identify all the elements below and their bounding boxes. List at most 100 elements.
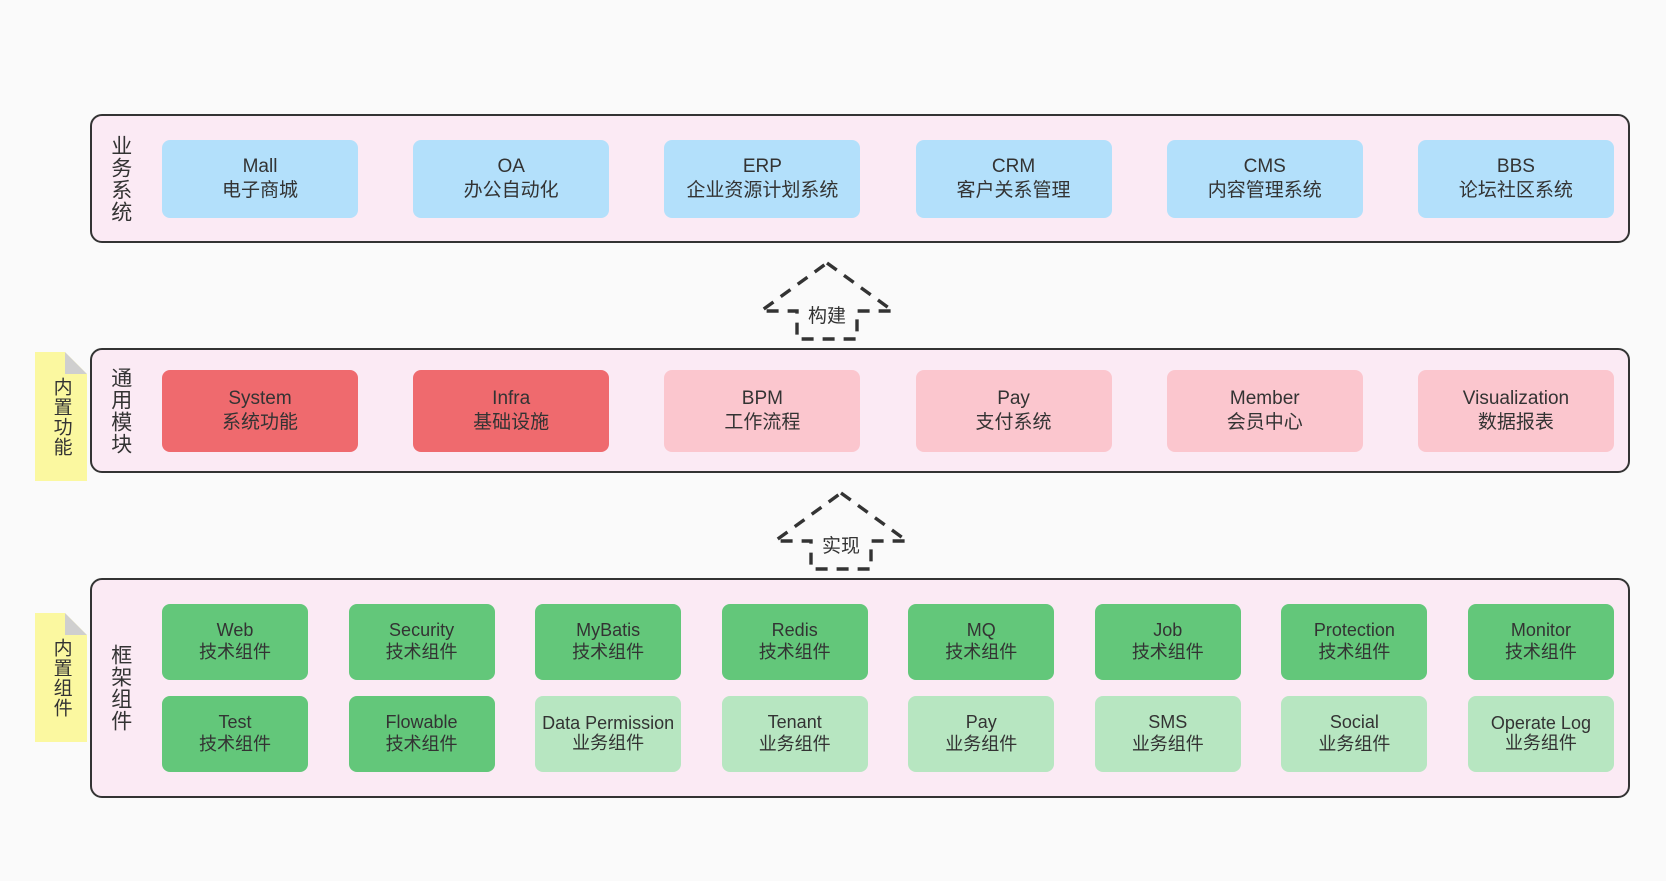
module-card-title: Web	[216, 620, 254, 641]
module-card-title: Protection	[1313, 620, 1395, 641]
arrow-build-shape	[755, 260, 899, 341]
module-card-title: BPM	[741, 388, 783, 410]
module-card-title: MyBatis	[576, 620, 641, 641]
module-card-subtitle: 业务组件	[945, 734, 1018, 754]
module-card-title: OA	[497, 156, 525, 178]
module-card-subtitle: 支付系统	[975, 411, 1052, 433]
module-card-subtitle: 内容管理系统	[1207, 179, 1322, 201]
module-card-subtitle: 企业资源计划系统	[686, 179, 839, 201]
module-card-subtitle: 技术组件	[199, 734, 271, 754]
module-card-title: Visualization	[1462, 388, 1570, 410]
module-card-subtitle: 客户关系管理	[956, 179, 1071, 201]
module-card-subtitle: 技术组件	[1504, 642, 1577, 662]
module-card-subtitle: 系统功能	[221, 411, 298, 433]
module-card-title: SMS	[1148, 712, 1188, 733]
module-card-subtitle: 业务组件	[1318, 734, 1391, 754]
arrow-implement-shape	[769, 490, 913, 571]
layer-modules-title: 通用模块	[108, 366, 132, 455]
module-card-title: CRM	[991, 156, 1036, 178]
module-card-subtitle: 技术组件	[572, 642, 645, 662]
module-card-subtitle: 工作流程	[724, 411, 801, 433]
module-card-subtitle: 电子商城	[221, 179, 298, 201]
module-card-title: Infra	[492, 388, 531, 410]
module-card-subtitle: 技术组件	[385, 642, 458, 662]
arrow-implement: 实现	[769, 489, 913, 571]
arrow-build-label: 构建	[807, 306, 846, 327]
module-card-title: Flowable	[385, 712, 458, 733]
module-card-subtitle: 论坛社区系统	[1458, 179, 1573, 201]
module-card-title: Job	[1153, 620, 1183, 641]
module-card-title: Pay	[965, 712, 997, 733]
module-card-title: Social	[1329, 712, 1379, 733]
module-card-title: Member	[1229, 388, 1300, 410]
note-tag-builtin-function-label: 内置功能	[50, 376, 72, 457]
arrow-build: 构建	[755, 259, 899, 341]
module-card-title: Mall	[242, 156, 278, 178]
module-card-subtitle: 业务组件	[572, 733, 645, 754]
module-card-subtitle: 技术组件	[199, 642, 271, 662]
module-card-title: Monitor	[1510, 620, 1571, 641]
arrow-implement-label: 实现	[821, 536, 860, 557]
module-card-title: Tenant	[767, 712, 822, 733]
module-card-subtitle: 办公自动化	[463, 179, 559, 201]
note-fold-corner-icon	[65, 352, 87, 374]
module-card-title: CMS	[1243, 156, 1286, 178]
module-card-subtitle: 基础设施	[473, 411, 550, 433]
module-card-subtitle: 技术组件	[758, 642, 831, 662]
module-card-subtitle: 数据报表	[1477, 411, 1554, 433]
note-tag-builtin-component: 内置组件	[35, 613, 87, 742]
module-card-title: ERP	[742, 156, 782, 178]
module-card-title: BBS	[1496, 156, 1535, 178]
layer-framework-title: 框架组件	[108, 644, 132, 732]
module-card-title: Pay	[997, 388, 1030, 410]
module-card-subtitle: 会员中心	[1226, 411, 1303, 433]
module-card-title: Operate Log	[1490, 712, 1591, 733]
module-card-subtitle: 业务组件	[1131, 734, 1204, 754]
module-card-subtitle: 业务组件	[758, 734, 831, 754]
module-card-subtitle: 业务组件	[1504, 733, 1577, 754]
module-card-subtitle: 技术组件	[945, 642, 1018, 662]
module-card-title: MQ	[966, 620, 996, 641]
module-card-title: Data Permission	[542, 712, 675, 733]
note-tag-builtin-function: 内置功能	[35, 352, 87, 481]
